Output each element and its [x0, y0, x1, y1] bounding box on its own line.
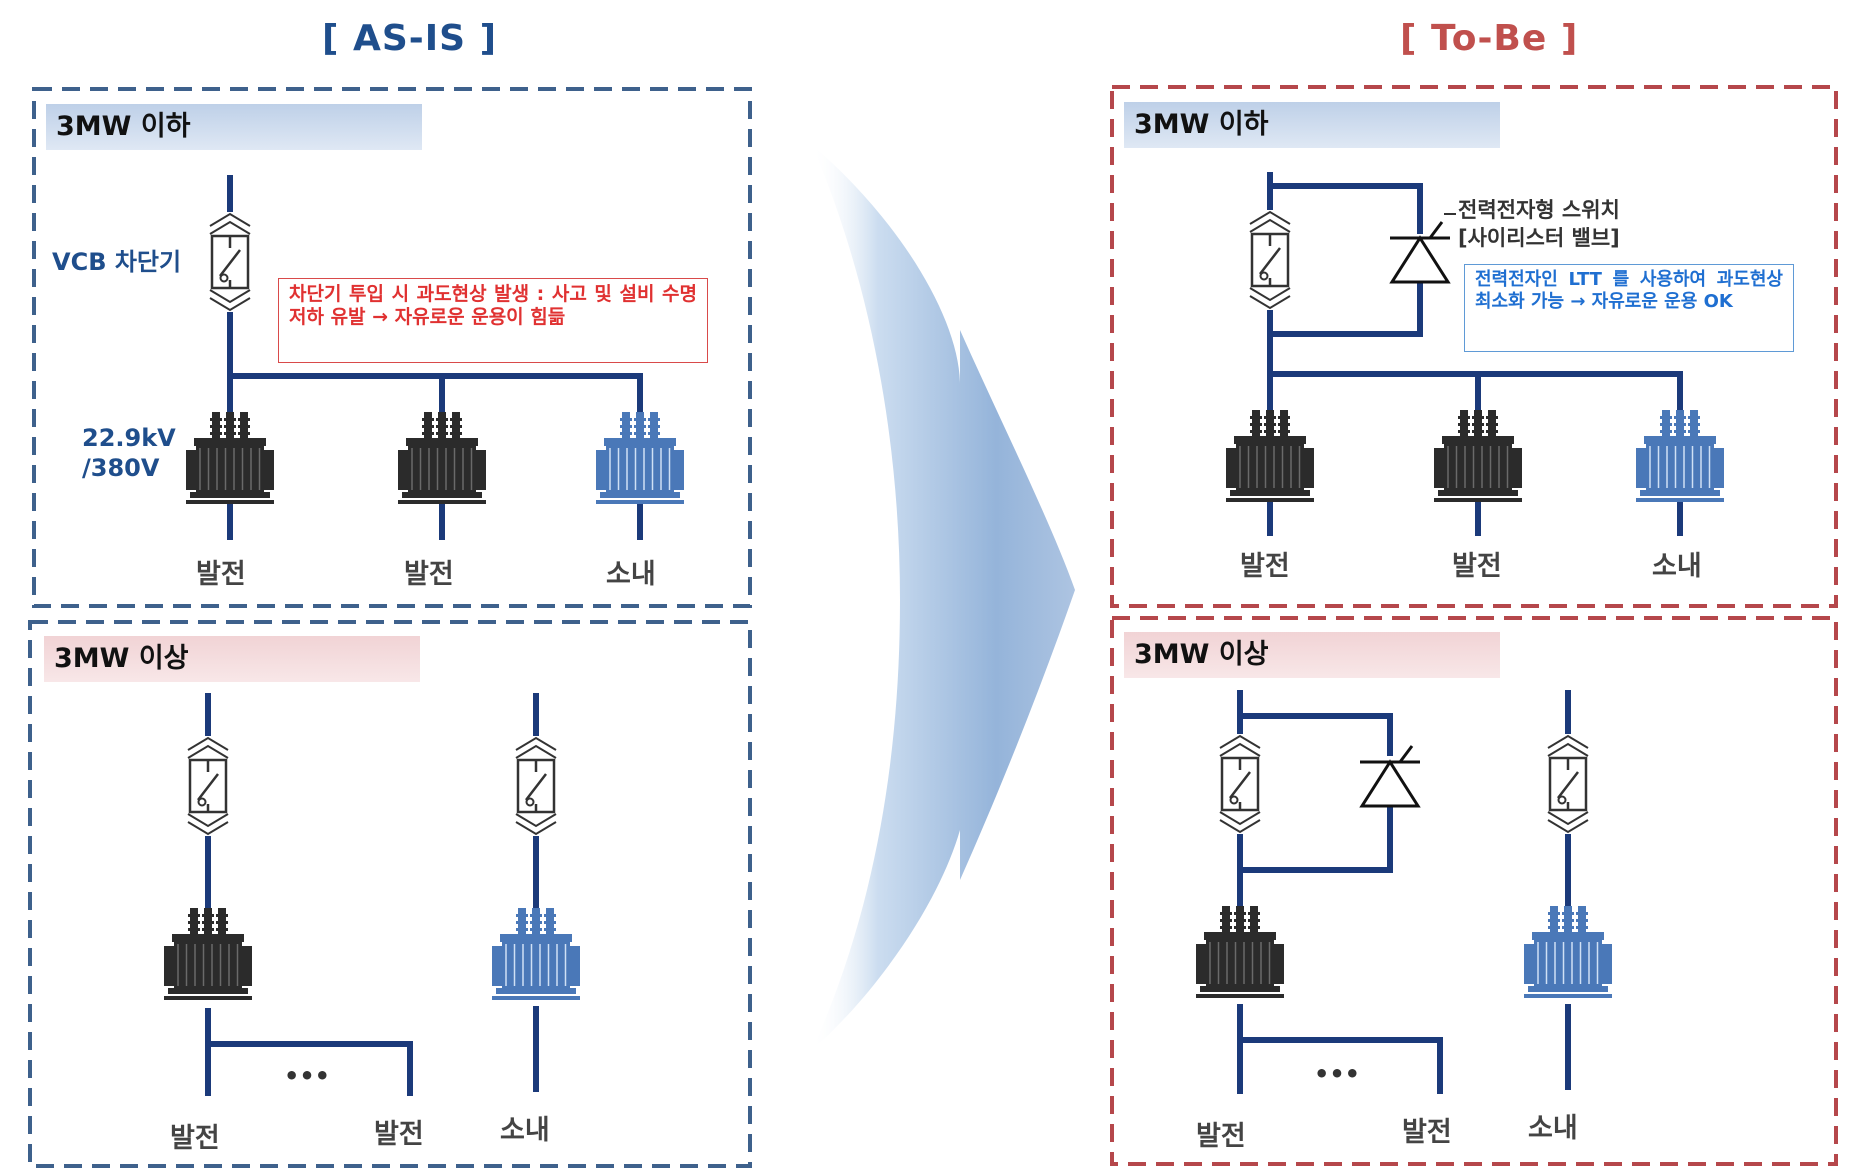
arrow-icon	[812, 145, 1075, 1050]
vcb-switch-icon	[1218, 734, 1262, 834]
wire	[1270, 183, 1423, 234]
to-be-lower-load-3: 소내	[1528, 1113, 1578, 1144]
transformer-icon	[596, 412, 684, 504]
wire	[1270, 371, 1683, 412]
vcb-switch-icon	[208, 212, 252, 312]
voltage-label-1: 22.9kV	[82, 424, 176, 452]
transformer-icon	[1434, 410, 1522, 502]
vcb-label: VCB 차단기	[52, 248, 182, 276]
transformer-icon	[1524, 906, 1612, 998]
transformer-icon	[186, 412, 274, 504]
transformer-icon	[164, 908, 252, 1000]
as-is-lower-load-3: 소내	[500, 1115, 550, 1146]
as-is-upper-load-3: 소내	[606, 559, 656, 590]
transformer-icon	[1226, 410, 1314, 502]
transformer-icon	[398, 412, 486, 504]
wire	[1240, 800, 1393, 873]
vcb-switch-icon	[1248, 210, 1292, 310]
wire	[1270, 280, 1423, 337]
vcb-switch-icon	[1546, 734, 1590, 834]
to-be-lower-load-2: 발전	[1402, 1117, 1452, 1148]
as-is-note: 차단기 투입 시 과도현상 발생 : 사고 및 설비 수명저하 유발 → 자유로…	[278, 278, 708, 363]
as-is-title: [ AS-IS ]	[322, 18, 498, 59]
switch-label-2: [사이리스터 밸브]	[1458, 226, 1620, 250]
to-be-note: 전력전자인 LTT 를 사용하여 과도현상 최소화 가능 → 자유로운 운용 O…	[1464, 264, 1794, 352]
to-be-lower-load-1: 발전	[1196, 1121, 1246, 1152]
transformer-icon	[492, 908, 580, 1000]
transformer-icon	[1636, 410, 1724, 502]
wire	[230, 373, 643, 414]
to-be-upper-load-2: 발전	[1452, 551, 1502, 582]
as-is-lower-header: 3MW 이상	[44, 636, 420, 682]
as-is-lower-load-1: 발전	[170, 1123, 220, 1154]
wire	[1240, 1037, 1443, 1094]
wire	[1240, 713, 1393, 756]
as-is-upper-load-1: 발전	[196, 559, 246, 590]
thyristor-valve-icon	[1359, 745, 1421, 808]
vcb-switch-icon	[514, 736, 558, 836]
to-be-title: [ To-Be ]	[1400, 18, 1579, 59]
as-is-upper-header: 3MW 이하	[46, 104, 422, 150]
transformer-icon	[1196, 906, 1284, 998]
as-is-lower-load-2: 발전	[374, 1119, 424, 1150]
as-is-ellipsis: •••	[284, 1062, 331, 1090]
to-be-lower-panel	[1110, 616, 1838, 1166]
to-be-upper-header: 3MW 이하	[1124, 102, 1500, 148]
to-be-ellipsis: •••	[1314, 1060, 1361, 1088]
as-is-upper-load-2: 발전	[404, 559, 454, 590]
to-be-upper-panel	[1110, 85, 1838, 608]
thyristor-valve-icon	[1389, 221, 1451, 284]
to-be-lower-header: 3MW 이상	[1124, 632, 1500, 678]
vcb-switch-icon	[186, 736, 230, 836]
as-is-lower-panel	[28, 620, 752, 1168]
to-be-upper-load-1: 발전	[1240, 551, 1290, 582]
voltage-label-2: /380V	[82, 454, 160, 482]
switch-label-1: 전력전자형 스위치	[1458, 198, 1620, 222]
to-be-upper-load-3: 소내	[1652, 551, 1702, 582]
wire	[208, 1041, 413, 1096]
